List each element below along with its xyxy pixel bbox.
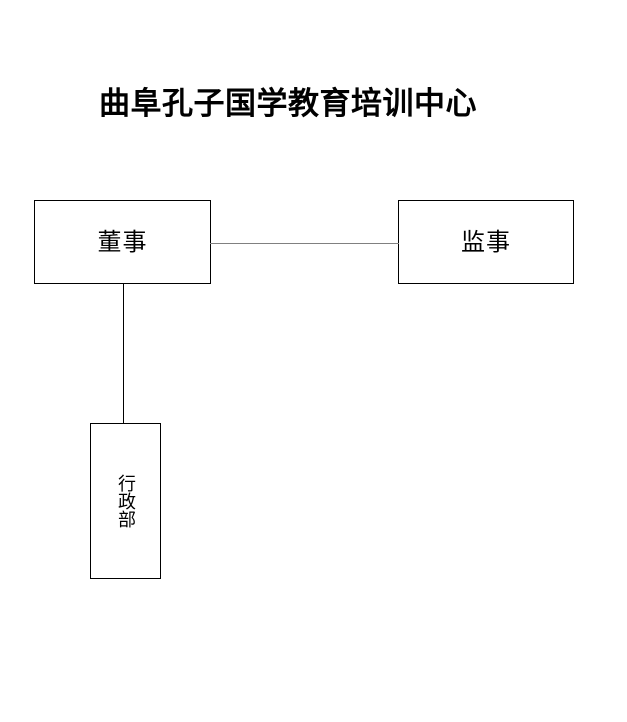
org-node-administration-label: 行政部: [115, 474, 136, 528]
org-node-supervisor[interactable]: 监事: [398, 200, 574, 284]
org-node-administration[interactable]: 行政部: [90, 423, 161, 579]
org-node-director[interactable]: 董事: [34, 200, 211, 284]
connector-director-administration: [123, 283, 124, 424]
page-title: 曲阜孔子国学教育培训中心: [99, 86, 477, 122]
org-node-director-label: 董事: [97, 228, 148, 256]
connector-director-supervisor: [210, 243, 399, 244]
org-node-supervisor-label: 监事: [461, 228, 511, 256]
